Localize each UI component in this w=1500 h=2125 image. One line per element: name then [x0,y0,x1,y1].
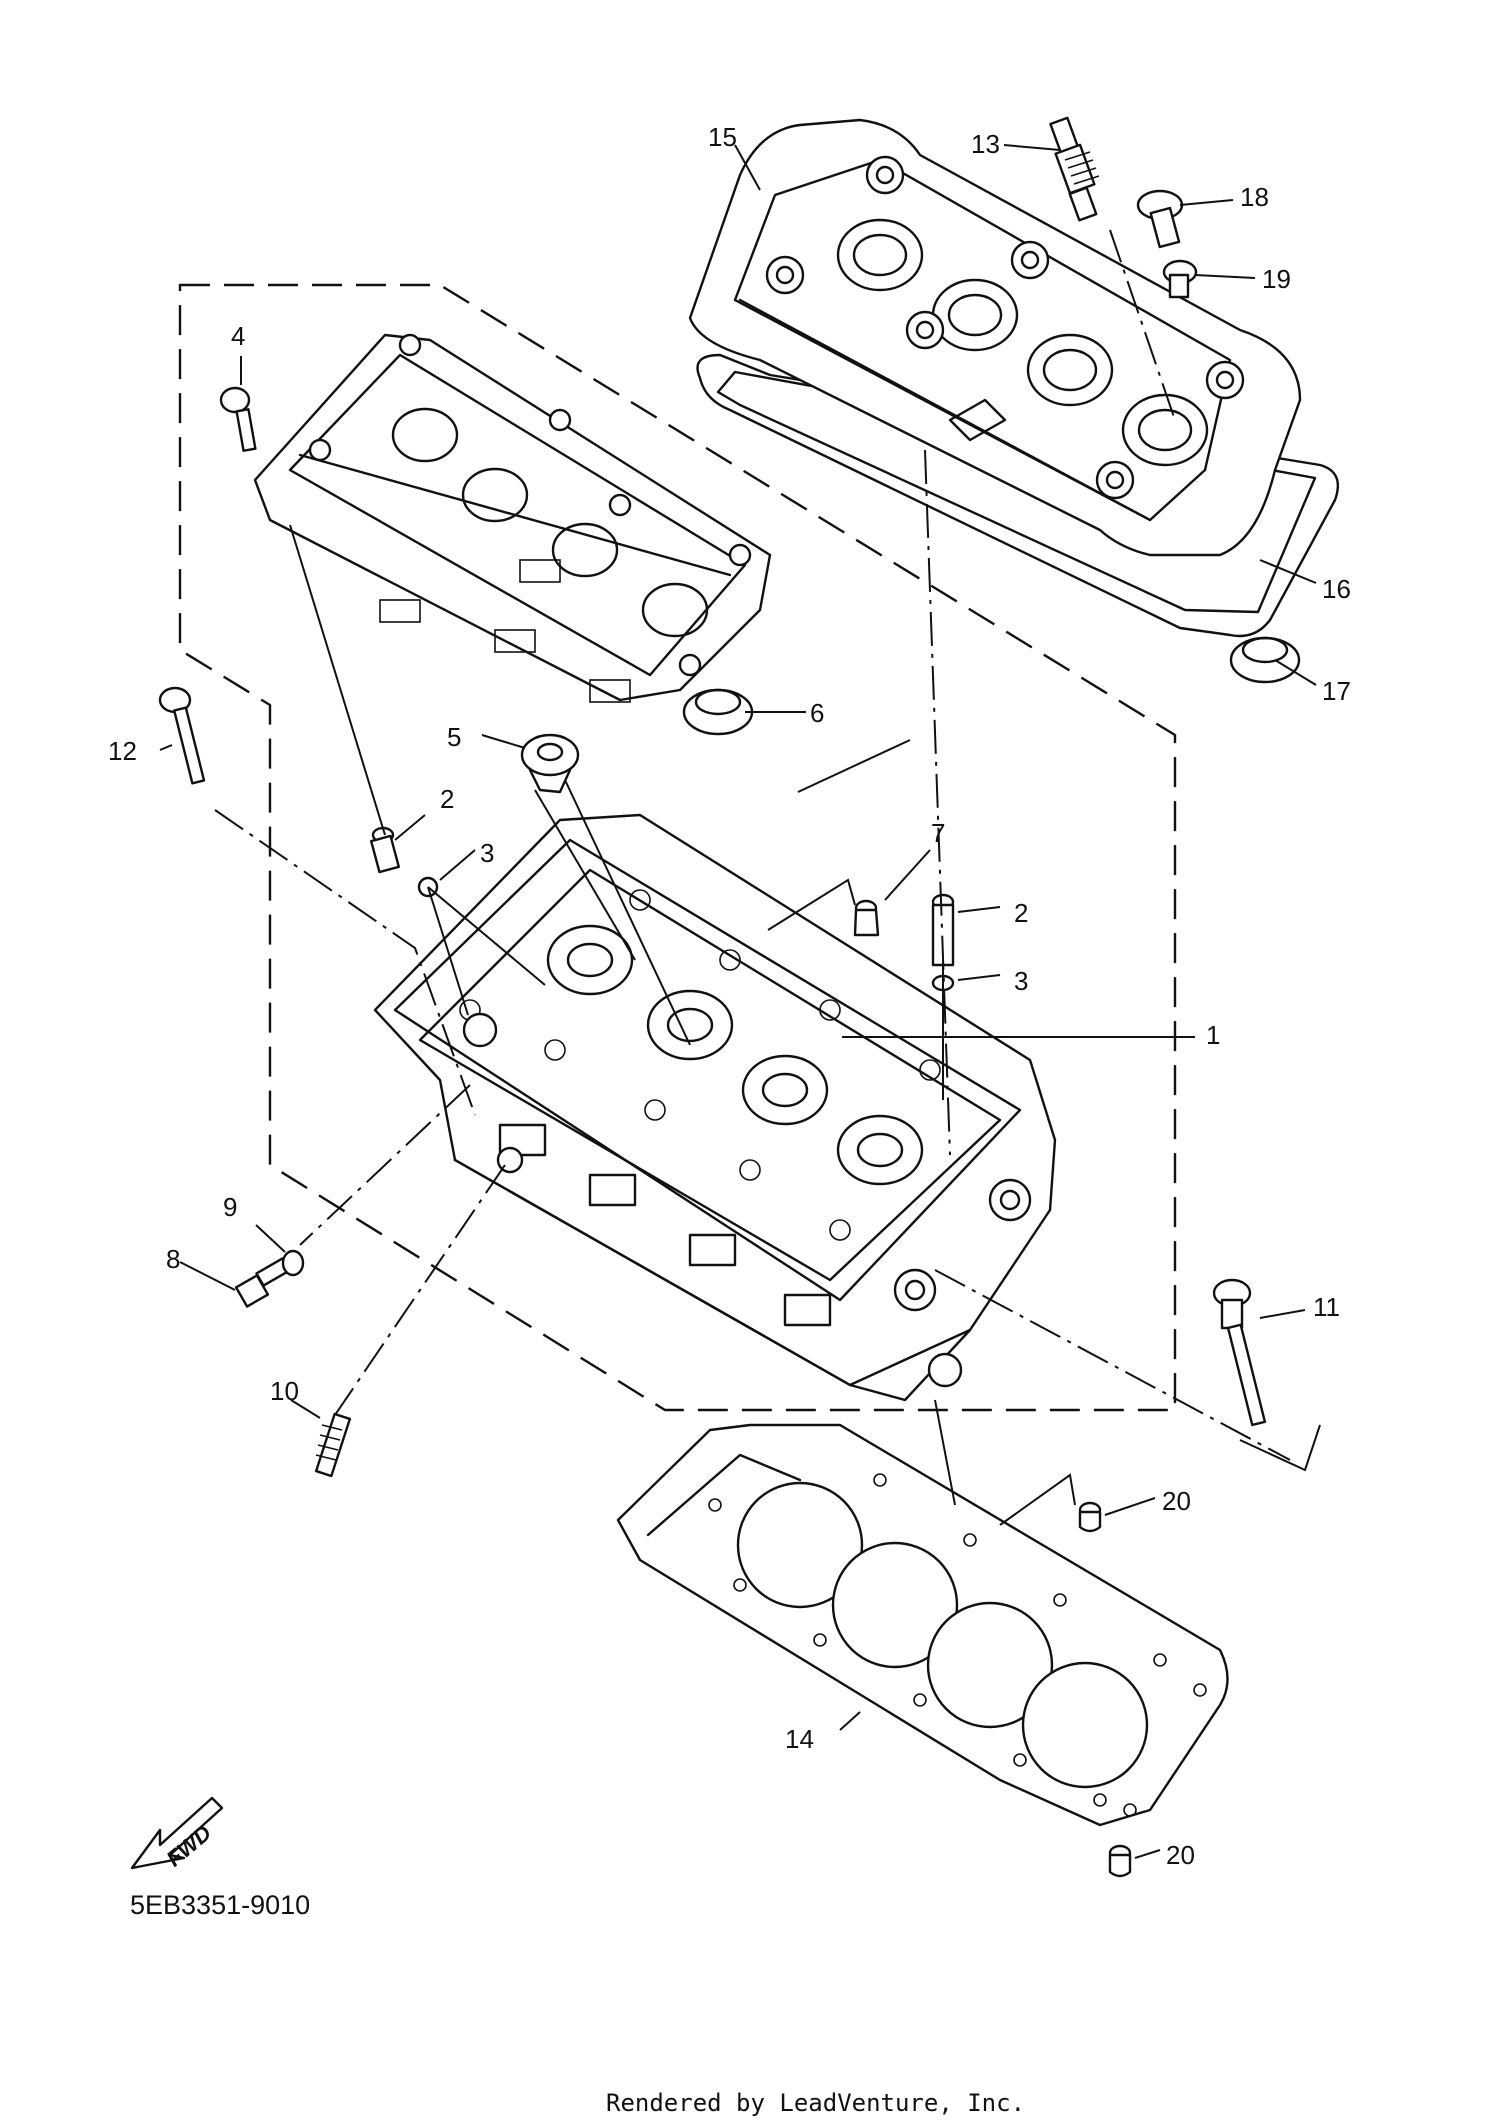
callout-3-right: 3 [1014,966,1028,996]
callout-15: 15 [708,122,737,152]
stud-bolt [314,1412,352,1478]
blind-plug [520,733,580,794]
callout-12: 12 [108,736,137,766]
diagram-code: 5EB3351-9010 [130,1890,310,1920]
dowel-pin-20-upper [1078,1501,1102,1533]
callout-16: 16 [1322,574,1351,604]
cover-bolt-bosses [765,155,1245,500]
plug-tube-seal-6 [682,688,754,736]
cylinder-head-gasket [616,1423,1229,1827]
callout-14: 14 [785,1724,814,1754]
valve-bores [546,924,924,1186]
cylinder-head-cover [688,118,1340,638]
assembly-boundary-outline [178,283,1177,1412]
callout-7: 7 [931,818,945,848]
callout-19: 19 [1262,264,1291,294]
callout-8: 8 [166,1244,180,1274]
head-cover-gasket [696,353,1340,638]
callout-6: 6 [810,698,824,728]
spark-plug-wells [836,218,1209,467]
head-bolt-12 [158,686,206,785]
callout-9: 9 [223,1192,237,1222]
callout-13: 13 [971,129,1000,159]
callout-3-left: 3 [480,838,494,868]
plug-tube-seal-17 [1229,636,1301,684]
gasket-washer [281,1249,305,1277]
callout-20-upper: 20 [1162,1486,1191,1516]
callout-2-left: 2 [440,784,454,814]
spark-plug [1049,116,1100,222]
forward-direction-arrow: FWD [130,1796,224,1871]
callout-17: 17 [1322,676,1351,706]
callout-4: 4 [231,321,245,351]
callout-10: 10 [270,1376,299,1406]
cover-washer [1162,259,1198,299]
assembly-centerlines [214,229,1291,1461]
dowel-pin-20-lower [1108,1844,1132,1878]
gasket-bores [736,1481,1149,1789]
callout-18: 18 [1240,182,1269,212]
cover-bolt [1136,189,1184,249]
cam-cap-bolt [219,386,257,452]
dowel-pin-7 [853,899,880,937]
callout-20-lower: 20 [1166,1840,1195,1870]
callout-leaders [159,144,1317,1859]
camshaft-cap-assembly [253,333,772,703]
oil-gallery-bolt [234,1257,291,1308]
head-bolt-11 [1212,1278,1267,1427]
callout-2-right: 2 [1014,898,1028,928]
footer-credit: Rendered by LeadVenture, Inc. [606,2089,1025,2117]
assembly-lines [289,524,1321,1526]
callout-1: 1 [1206,1020,1220,1050]
callout-5: 5 [447,722,461,752]
cylinder-head [373,813,1057,1402]
callout-labels: 1 2 2 3 3 4 5 6 7 8 9 10 11 12 13 14 15 … [108,122,1351,1870]
callout-11: 11 [1313,1292,1340,1322]
